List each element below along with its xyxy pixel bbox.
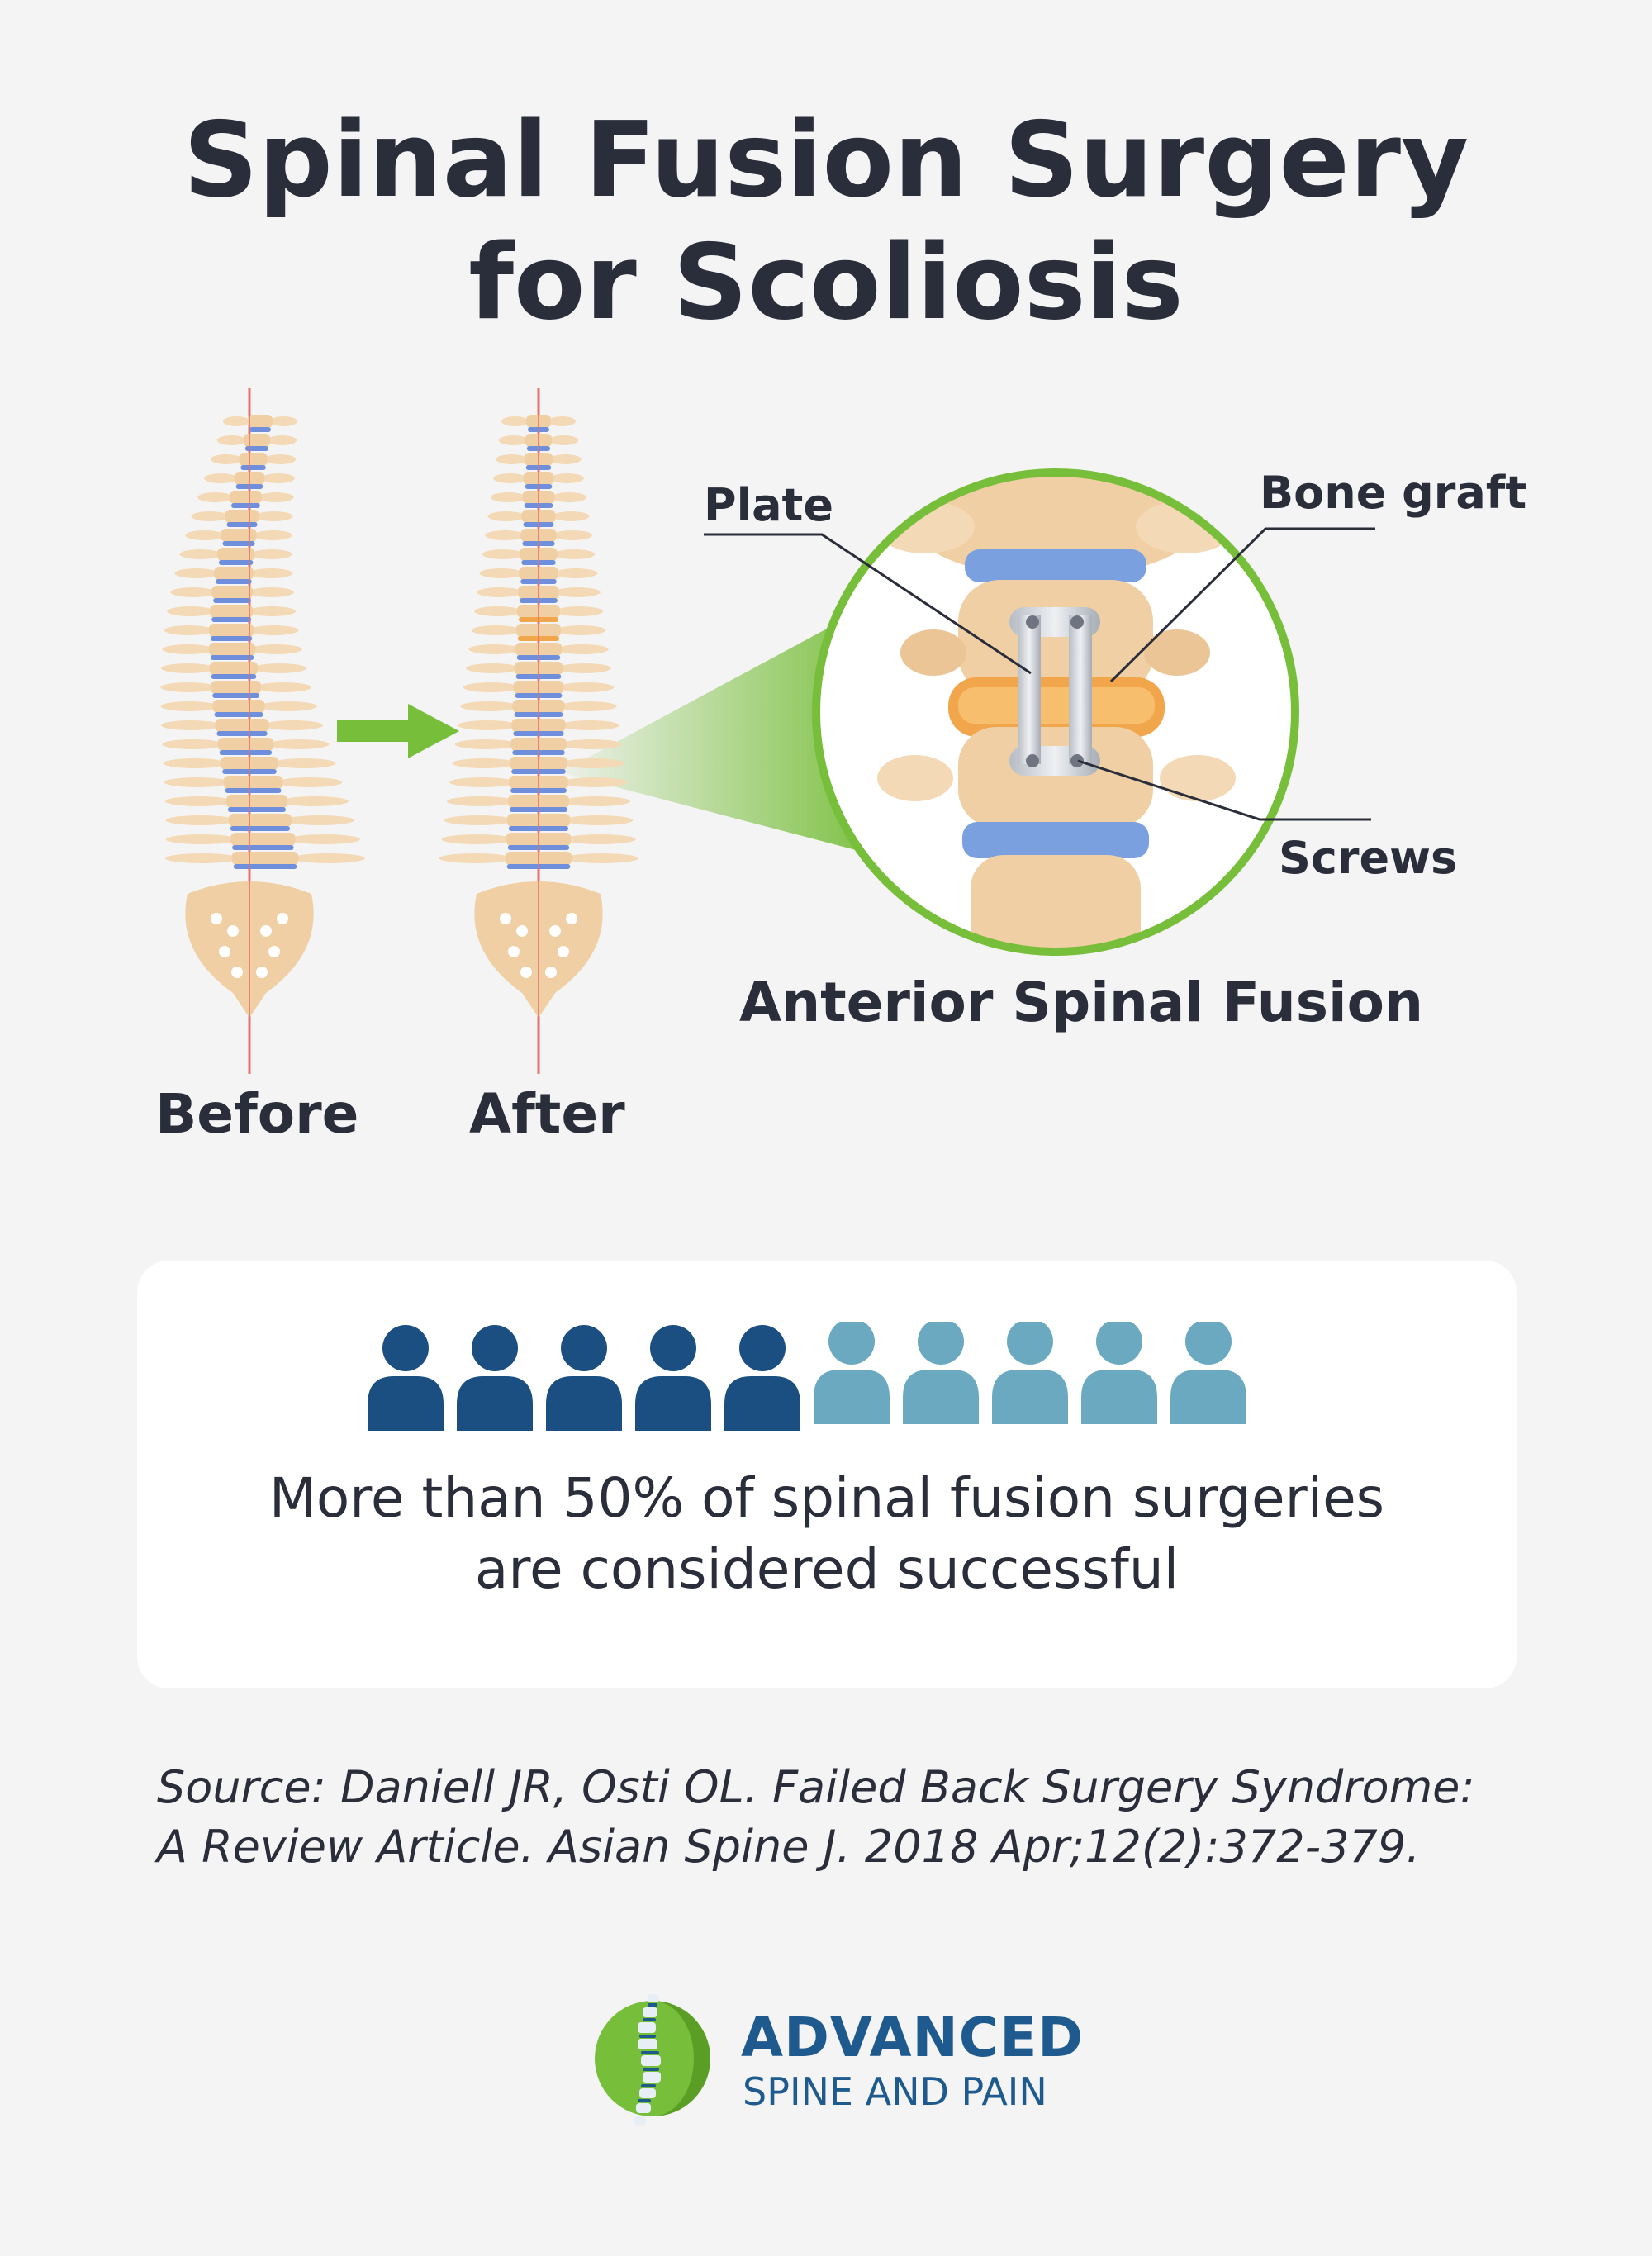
fusion-diagram: Before After Plate Bone graft Screws Ant… bbox=[0, 363, 1652, 1190]
source-line-1: Source: Daniell JR, Osti OL. Failed Back… bbox=[157, 1761, 1475, 1813]
plate-label: Plate bbox=[704, 479, 833, 531]
before-label: Before bbox=[155, 1082, 359, 1146]
person-icon bbox=[1081, 1322, 1157, 1424]
spine-logo-icon bbox=[595, 1994, 710, 2126]
bone-graft-label: Bone graft bbox=[1260, 467, 1527, 519]
spine-before bbox=[160, 388, 365, 1074]
screws-label: Screws bbox=[1279, 832, 1458, 884]
person-icon bbox=[457, 1325, 533, 1431]
magnifier-detail bbox=[704, 468, 1375, 956]
spine-after bbox=[439, 388, 638, 1074]
stat-text: More than 50% of spinal fusion surgeries… bbox=[137, 1463, 1517, 1605]
zoom-cone bbox=[560, 611, 859, 851]
person-icon bbox=[992, 1322, 1068, 1424]
plate-icon bbox=[1009, 607, 1100, 776]
people-icon-row bbox=[368, 1322, 1246, 1431]
stat-line-2: are considered successful bbox=[474, 1537, 1180, 1601]
after-label: After bbox=[469, 1082, 625, 1146]
arrow-right-icon bbox=[337, 704, 459, 758]
logo-name: ADVANCED bbox=[741, 2006, 1085, 2069]
person-icon bbox=[814, 1322, 890, 1424]
page-title: Spinal Fusion Surgery for Scoliosis bbox=[0, 99, 1652, 344]
title-line-2: for Scoliosis bbox=[468, 221, 1184, 343]
person-icon bbox=[635, 1325, 711, 1431]
stat-line-1: More than 50% of spinal fusion surgeries bbox=[268, 1466, 1385, 1530]
diagram-art bbox=[160, 388, 1375, 1074]
source-line-2: A Review Article. Asian Spine J. 2018 Ap… bbox=[157, 1821, 1421, 1873]
stat-card: More than 50% of spinal fusion surgeries… bbox=[137, 1261, 1517, 1688]
person-icon bbox=[368, 1325, 444, 1431]
anterior-spinal-fusion-label: Anterior Spinal Fusion bbox=[739, 971, 1423, 1034]
logo-subtitle: SPINE AND PAIN bbox=[743, 2069, 1047, 2114]
source-citation: Source: Daniell JR, Osti OL. Failed Back… bbox=[157, 1758, 1578, 1877]
person-icon bbox=[903, 1322, 979, 1424]
title-line-1: Spinal Fusion Surgery bbox=[183, 99, 1469, 221]
person-icon bbox=[546, 1325, 622, 1431]
person-icon bbox=[724, 1325, 800, 1431]
logo: ADVANCED SPINE AND PAIN bbox=[588, 1983, 1084, 2140]
person-icon bbox=[1170, 1322, 1246, 1424]
